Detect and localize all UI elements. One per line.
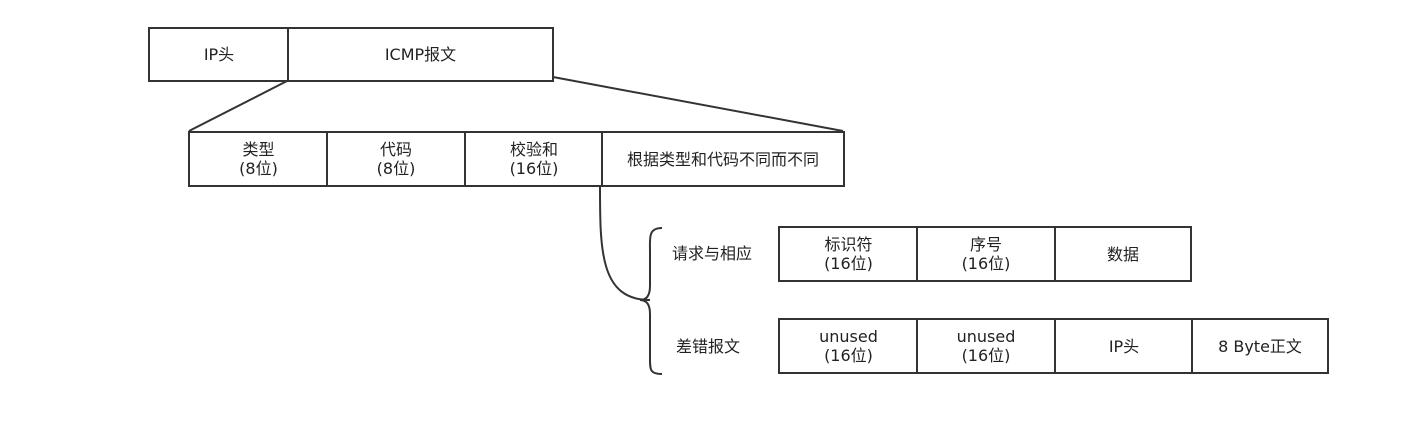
header-divider-2 <box>464 133 466 185</box>
data-cell: 数据 <box>1056 228 1190 280</box>
header-divider-1 <box>326 133 328 185</box>
rest-cell: 根据类型和代码不同而不同 <box>603 133 843 185</box>
packet-row: IP头 ICMP报文 <box>148 27 554 82</box>
expand-line-right <box>552 76 844 132</box>
icmp-header-row: 类型 (8位) 代码 (8位) 校验和 (16位) 根据类型和代码不同而不同 <box>188 131 845 187</box>
sequence-name: 序号 <box>969 235 1002 254</box>
identifier-name: 标识符 <box>824 235 873 254</box>
error-message-label: 差错报文 <box>676 337 741 356</box>
type-name: 类型 <box>242 140 275 159</box>
error-divider-3 <box>1191 320 1193 372</box>
request-reply-label: 请求与相应 <box>672 244 753 263</box>
error-row: unused (16位) unused (16位) IP头 8 Byte正文 <box>778 318 1329 374</box>
type-cell: 类型 (8位) <box>190 133 327 185</box>
unused-cell-2: unused (16位) <box>918 320 1054 372</box>
data-label: 数据 <box>1106 244 1139 264</box>
code-cell: 代码 (8位) <box>328 133 464 185</box>
error-divider-1 <box>916 320 918 372</box>
unused-name-2: unused <box>956 327 1016 346</box>
expand-line-left <box>188 80 288 132</box>
identifier-cell: 标识符 (16位) <box>780 228 917 280</box>
unused-size-1: (16位) <box>824 346 873 365</box>
sequence-size: (16位) <box>961 254 1011 273</box>
error-ip-header-label: IP头 <box>1108 336 1140 356</box>
packet-divider <box>287 29 289 80</box>
code-name: 代码 <box>379 140 412 159</box>
icmp-message-label: ICMP报文 <box>384 45 457 64</box>
request-reply-row: 标识符 (16位) 序号 (16位) 数据 <box>778 226 1192 282</box>
error-ip-header-cell: IP头 <box>1056 320 1192 372</box>
unused-size-2: (16位) <box>961 346 1011 365</box>
type-size: (8位) <box>239 159 278 178</box>
ip-header-cell: IP头 <box>150 29 288 80</box>
variant-connector-curve <box>599 185 651 301</box>
unused-cell-1: unused (16位) <box>780 320 917 372</box>
ip-header-label: IP头 <box>203 45 235 64</box>
request-divider-2 <box>1054 228 1056 280</box>
request-divider-1 <box>916 228 918 280</box>
checksum-cell: 校验和 (16位) <box>466 133 602 185</box>
unused-name-1: unused <box>819 327 878 346</box>
identifier-size: (16位) <box>824 254 873 273</box>
checksum-size: (16位) <box>509 159 559 178</box>
payload-cell: 8 Byte正文 <box>1193 320 1327 372</box>
brace-icon <box>639 227 663 375</box>
error-divider-2 <box>1054 320 1056 372</box>
icmp-message-cell: ICMP报文 <box>289 29 552 80</box>
code-size: (8位) <box>376 159 416 178</box>
payload-label: 8 Byte正文 <box>1218 336 1302 356</box>
checksum-name: 校验和 <box>509 140 558 159</box>
header-divider-3 <box>601 133 603 185</box>
sequence-cell: 序号 (16位) <box>918 228 1054 280</box>
rest-label: 根据类型和代码不同而不同 <box>626 149 819 169</box>
